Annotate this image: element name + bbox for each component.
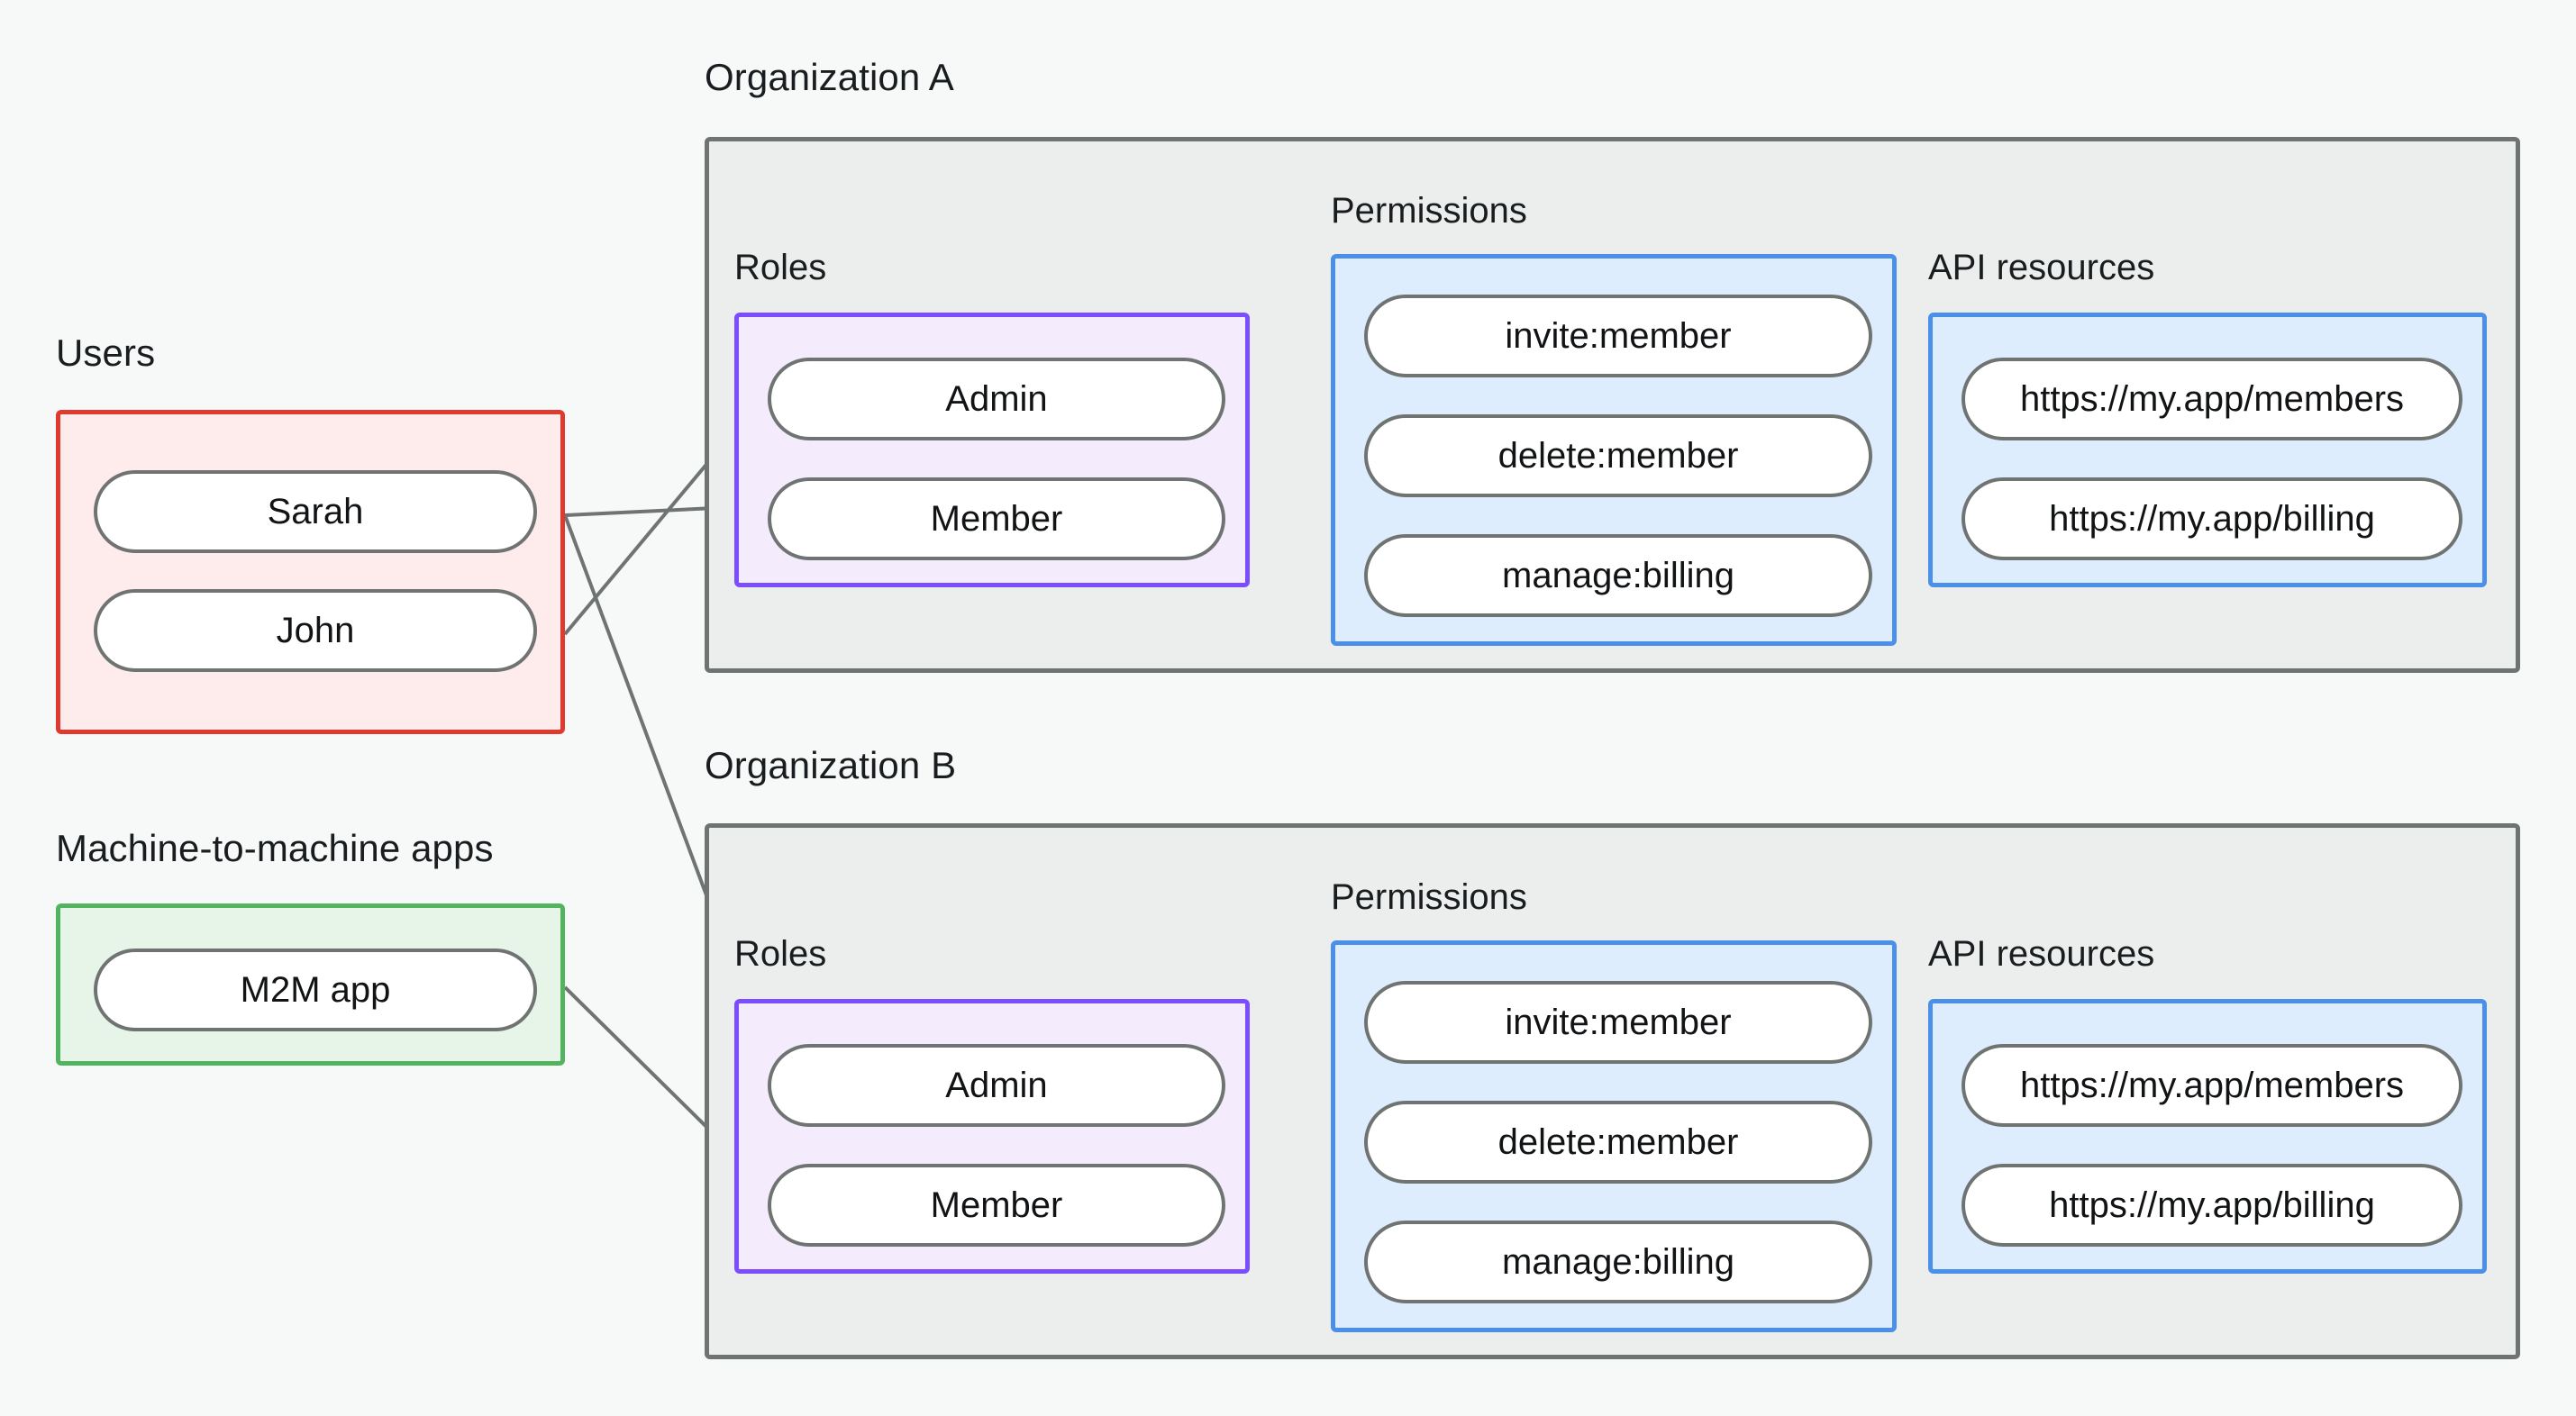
org-b-api-resources-container: https://my.app/members https://my.app/bi… [1928,999,2487,1274]
org-a-permission-invite-member-label: invite:member [1505,315,1732,356]
org-b-permission-invite-member[interactable]: invite:member [1364,981,1872,1064]
org-b-roles-container: Admin Member [734,999,1250,1274]
org-a-api-resource-members-label: https://my.app/members [2019,378,2405,419]
org-a-api-resources-container: https://my.app/members https://my.app/bi… [1928,313,2487,587]
m2m-node-app-label: M2M app [240,969,391,1010]
org-a-api-resource-billing[interactable]: https://my.app/billing [1962,477,2462,560]
org-b-permission-invite-member-label: invite:member [1505,1002,1732,1042]
org-b-api-resource-billing[interactable]: https://my.app/billing [1962,1164,2462,1247]
org-b-permissions-container: invite:member delete:member manage:billi… [1331,940,1897,1332]
org-b-role-member[interactable]: Member [768,1164,1225,1247]
org-b-permissions-label: Permissions [1331,877,1527,917]
users-container: Sarah John [56,410,565,734]
user-node-john[interactable]: John [94,589,537,672]
org-b-permission-delete-member-label: delete:member [1497,1121,1739,1162]
org-b-api-resource-members-label: https://my.app/members [2019,1065,2405,1105]
user-node-sarah-label: Sarah [267,491,364,531]
org-a-permissions-label: Permissions [1331,191,1527,231]
org-b-role-admin[interactable]: Admin [768,1044,1225,1127]
org-a-role-member[interactable]: Member [768,477,1225,560]
org-a-roles-container: Admin Member [734,313,1250,587]
org-a-permissions-container: invite:member delete:member manage:billi… [1331,254,1897,646]
org-b-api-resource-billing-label: https://my.app/billing [2049,1185,2375,1225]
org-a-api-resource-members[interactable]: https://my.app/members [1962,358,2462,440]
user-node-john-label: John [276,610,355,650]
user-node-sarah[interactable]: Sarah [94,470,537,553]
m2m-container: M2M app [56,903,565,1066]
org-a-api-resource-billing-label: https://my.app/billing [2049,498,2375,539]
org-a-api-resources-label: API resources [1928,248,2155,287]
org-b-permission-manage-billing[interactable]: manage:billing [1364,1221,1872,1303]
org-a-permission-delete-member-label: delete:member [1497,435,1739,476]
org-a-role-admin[interactable]: Admin [768,358,1225,440]
org-b-permission-manage-billing-label: manage:billing [1502,1241,1734,1282]
org-a-role-admin-label: Admin [945,378,1048,419]
m2m-node-app[interactable]: M2M app [94,949,537,1031]
org-b-role-admin-label: Admin [945,1065,1048,1105]
org-b-api-resource-members[interactable]: https://my.app/members [1962,1044,2462,1127]
org-a-container: Roles Admin Member Permissions invite:me… [705,137,2520,673]
org-b-container: Roles Admin Member Permissions invite:me… [705,823,2520,1359]
org-a-permission-manage-billing[interactable]: manage:billing [1364,534,1872,617]
org-a-permission-delete-member[interactable]: delete:member [1364,414,1872,497]
org-b-label: Organization B [705,744,957,786]
org-b-permission-delete-member[interactable]: delete:member [1364,1101,1872,1184]
org-a-permission-manage-billing-label: manage:billing [1502,555,1734,595]
users-group-label: Users [56,331,156,374]
org-a-label: Organization A [705,56,954,98]
org-b-api-resources-label: API resources [1928,934,2155,974]
org-a-role-member-label: Member [930,498,1063,539]
m2m-group-label: Machine-to-machine apps [56,827,494,869]
org-b-role-member-label: Member [930,1185,1063,1225]
org-a-roles-label: Roles [734,248,827,287]
org-b-roles-label: Roles [734,934,827,974]
org-a-permission-invite-member[interactable]: invite:member [1364,295,1872,377]
